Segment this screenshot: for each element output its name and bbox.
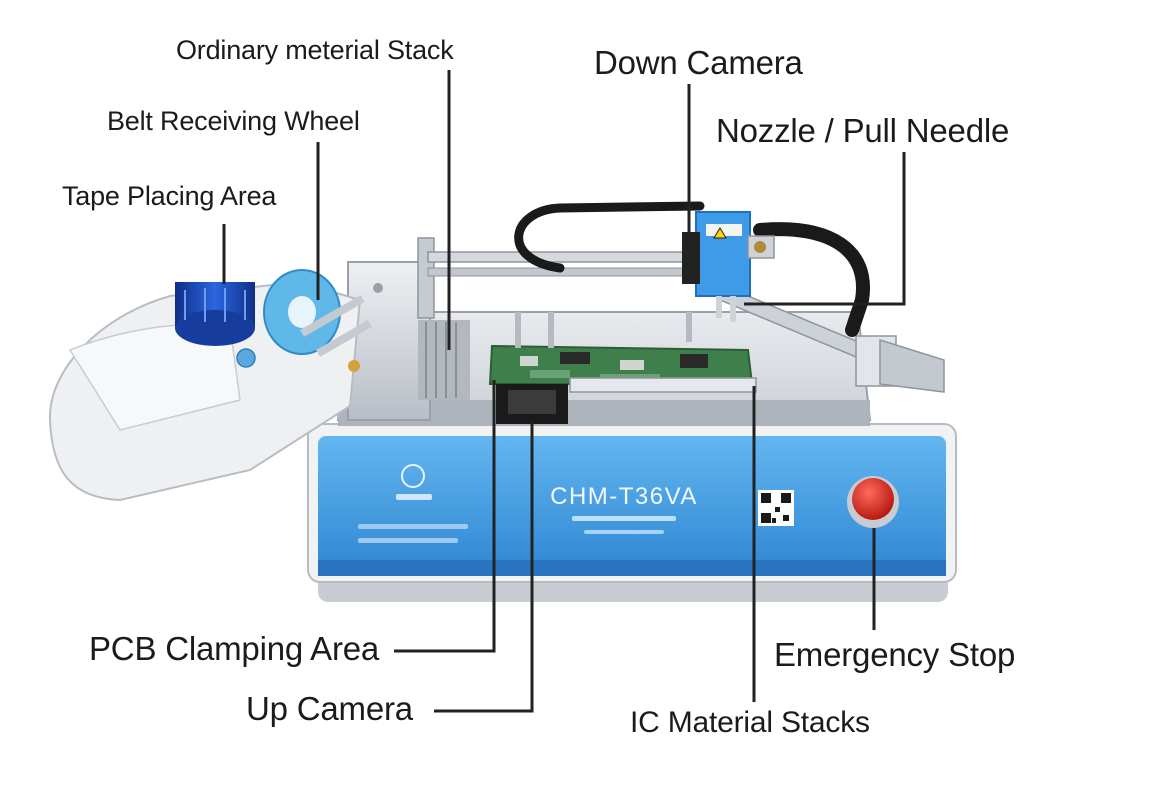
cable-chain-right (753, 222, 870, 337)
placement-head (682, 211, 775, 322)
ic-material-stacks (569, 377, 757, 393)
label-nozzle-pull-needle: Nozzle / Pull Needle (716, 112, 1010, 149)
label-ic-material-stacks: IC Material Stacks (630, 706, 870, 739)
label-pcb-clamping-area: PCB Clamping Area (89, 630, 380, 667)
leader-lines (222, 70, 906, 713)
up-camera (496, 384, 568, 424)
leader-pcb-clamping-area (394, 380, 496, 653)
label-emergency-stop: Emergency Stop (774, 636, 1016, 673)
cable-chain-back (514, 201, 705, 273)
tape-placing-reels (175, 282, 255, 346)
ordinary-material-stack (418, 320, 470, 400)
label-belt-receiving-wheel: Belt Receiving Wheel (107, 106, 360, 136)
emergency-stop-button (847, 476, 899, 528)
brand-logo (401, 464, 425, 488)
work-table (336, 261, 872, 426)
leader-nozzle (744, 152, 906, 306)
leader-up-camera (434, 420, 534, 713)
front-panel (318, 436, 946, 576)
label-up-camera: Up Camera (246, 690, 413, 727)
nozzle (716, 296, 722, 318)
label-ordinary-material-stack: Ordinary meterial Stack (176, 35, 454, 65)
tape-feeder (48, 269, 383, 502)
label-tape-placing-area: Tape Placing Area (62, 181, 277, 211)
label-down-camera: Down Camera (594, 44, 803, 81)
machine-model-label: CHM-T36VA (550, 483, 698, 510)
machine-base: CHM-T36VA (307, 423, 957, 602)
qr-code (758, 490, 794, 526)
